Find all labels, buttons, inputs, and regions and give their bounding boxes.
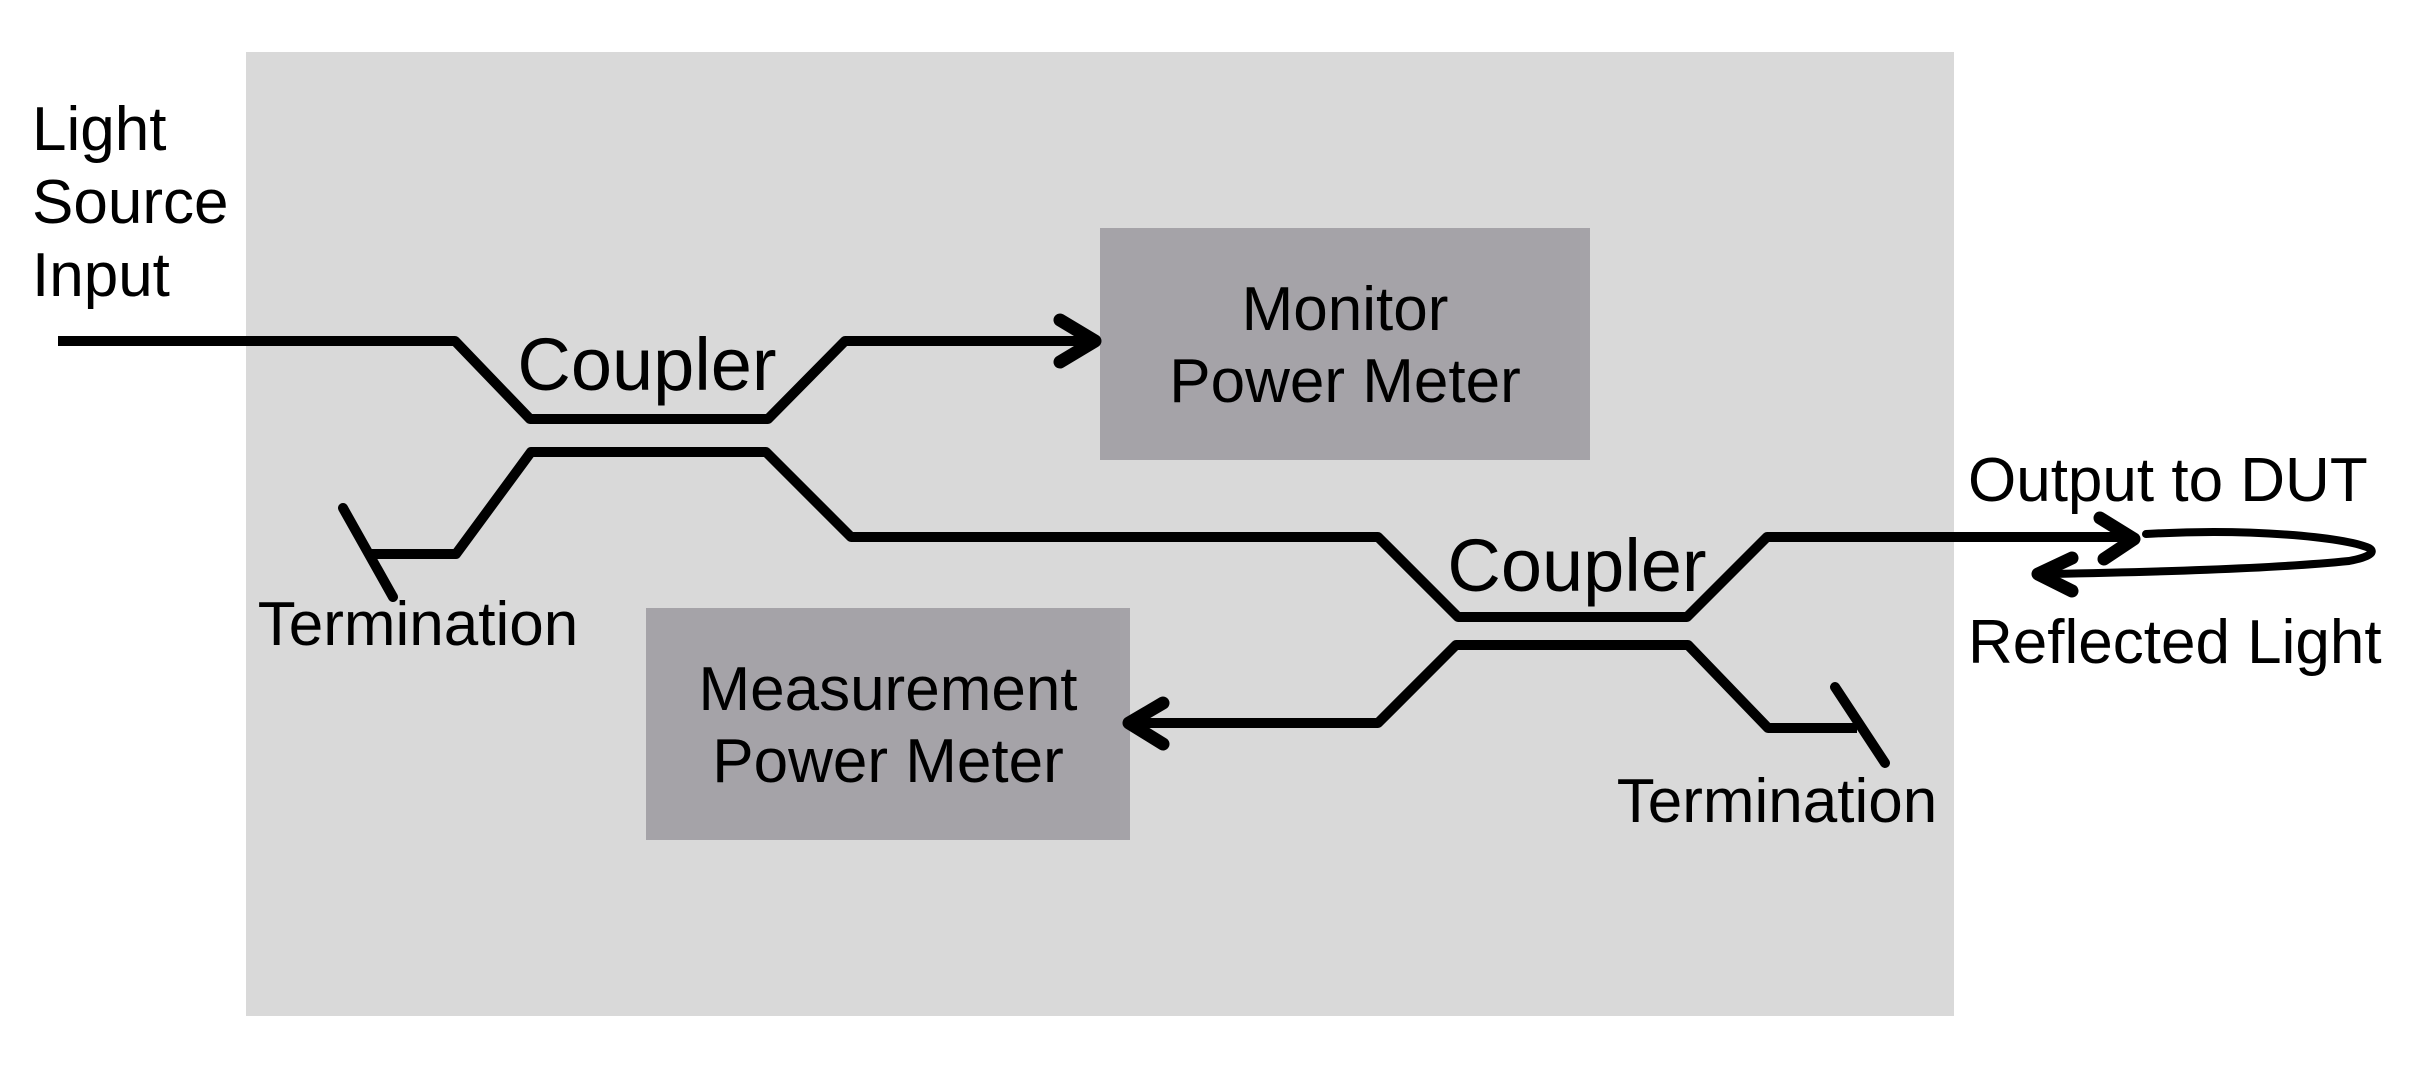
reflected-light-label: Reflected Light xyxy=(1968,608,2382,677)
termination-left-slash-icon xyxy=(338,503,398,602)
termination-right-label: Termination xyxy=(1617,767,1937,836)
reflection-loop-path xyxy=(2044,528,2376,578)
measurement-power-meter-label-line2: Power Meter xyxy=(712,727,1063,796)
monitor-power-meter-label-line1: Monitor xyxy=(1242,275,1449,344)
light-source-input-label-line2: Source xyxy=(32,168,228,237)
monitor-power-meter-box xyxy=(1100,228,1590,460)
termination-left-label: Termination xyxy=(258,590,578,659)
coupler1-label: Coupler xyxy=(517,323,776,406)
output-to-dut-label: Output to DUT xyxy=(1968,446,2368,515)
output-arrowhead-icon xyxy=(2093,511,2141,566)
fiber-coupler2-to-measurement xyxy=(1140,640,1857,733)
light-source-input-label-line1: Light xyxy=(32,95,166,164)
measurement-power-meter-box xyxy=(646,608,1130,840)
termination-right-slash-icon xyxy=(1830,682,1890,768)
fiber-through-to-output xyxy=(370,447,2124,622)
measurement-arrowhead-icon xyxy=(1122,696,1170,751)
reflected-arrowhead-icon xyxy=(2031,551,2079,598)
monitor-arrowhead-icon xyxy=(1053,313,1102,369)
fiber-input-to-monitor xyxy=(58,336,1088,424)
light-source-input-label-line3: Input xyxy=(32,241,170,310)
coupler2-label: Coupler xyxy=(1447,524,1706,607)
monitor-power-meter-label-line2: Power Meter xyxy=(1169,347,1520,416)
measurement-power-meter-label-line1: Measurement xyxy=(698,655,1077,724)
